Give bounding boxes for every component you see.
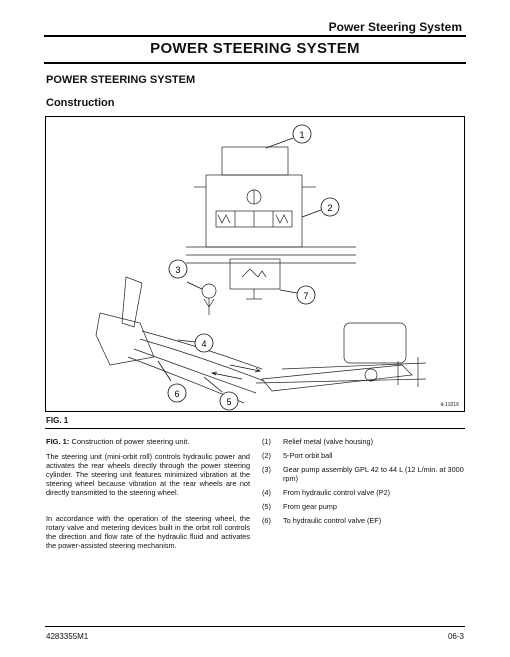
legend-item: (1) Relief metal (valve housing) — [262, 437, 467, 446]
legend-number: (2) — [262, 451, 271, 460]
legend-number: (1) — [262, 437, 271, 446]
legend-item: (5) From gear pump — [262, 502, 467, 511]
rear-axle-tank — [343, 322, 407, 364]
caption-text: Construction of power steering unit. — [71, 437, 190, 446]
figure-label: FIG. 1 — [46, 416, 69, 425]
figure-caption: FIG. 1: Construction of power steering u… — [46, 437, 189, 446]
legend-number: (3) — [262, 465, 271, 474]
callout-4: 4 — [194, 333, 214, 353]
callout-number: 7 — [303, 291, 308, 301]
legend-item: (4) From hydraulic control valve (P2) — [262, 488, 467, 497]
title-bar: POWER STEERING SYSTEM — [44, 35, 466, 64]
figure-box: 1 2 3 4 5 6 7 d-13216 — [45, 116, 465, 412]
callout-number: 3 — [175, 265, 180, 275]
legend-number: (5) — [262, 502, 271, 511]
body-paragraph: The steering unit (mini-orbit roll) cont… — [46, 452, 250, 497]
steering-cylinder — [261, 364, 413, 392]
legend-item: (6) To hydraulic control valve (EF) — [262, 516, 467, 525]
subsection-title: Construction — [46, 97, 115, 109]
callout-7: 7 — [296, 285, 316, 305]
document-number: 4283355M1 — [46, 632, 89, 641]
legend-number: (4) — [262, 488, 271, 497]
legend-text: From gear pump — [283, 502, 337, 511]
callout-1: 1 — [292, 124, 312, 144]
legend-text: From hydraulic control valve (P2) — [283, 488, 391, 497]
caption-prefix: FIG. 1: — [46, 437, 70, 446]
callout-number: 4 — [201, 339, 206, 349]
callout-number: 5 — [226, 397, 231, 407]
legend-item: (3) Gear pump assembly GPL 42 to 44 L (1… — [262, 465, 467, 483]
body-paragraph: In accordance with the operation of the … — [46, 514, 250, 550]
callout-5: 5 — [219, 391, 239, 411]
callout-number: 2 — [327, 203, 332, 213]
callout-number: 6 — [174, 389, 179, 399]
legend-number: (6) — [262, 516, 271, 525]
callout-number: 1 — [299, 130, 304, 140]
legend-text: To hydraulic control valve (EF) — [283, 516, 382, 525]
legend-text: 5-Port orbit ball — [283, 451, 333, 460]
page-number: 06-3 — [447, 632, 464, 641]
legend-text: Relief metal (valve housing) — [283, 437, 374, 446]
section-title: POWER STEERING SYSTEM — [46, 74, 196, 86]
figure-code: d-13216 — [440, 402, 459, 408]
relief-housing-block — [221, 146, 289, 176]
callout-6: 6 — [167, 383, 187, 403]
callout-2: 2 — [320, 197, 340, 217]
divider — [45, 428, 465, 429]
running-title: Power Steering System — [328, 20, 462, 34]
callout-3: 3 — [168, 259, 188, 279]
gear-pump-symbol — [201, 283, 217, 299]
page-title: POWER STEERING SYSTEM — [150, 40, 360, 57]
legend-item: (2) 5-Port orbit ball — [262, 451, 467, 460]
relief-valve-block — [229, 258, 281, 290]
legend-text: Gear pump assembly GPL 42 to 44 L (12 L/… — [283, 465, 464, 483]
hydraulic-schematic: 1 2 3 4 5 6 7 — [95, 124, 427, 411]
footer-divider — [45, 626, 465, 627]
steering-unit-housing — [95, 312, 155, 366]
steering-column — [121, 276, 143, 328]
legend-list: (1) Relief metal (valve housing) (2) 5-P… — [262, 437, 467, 530]
